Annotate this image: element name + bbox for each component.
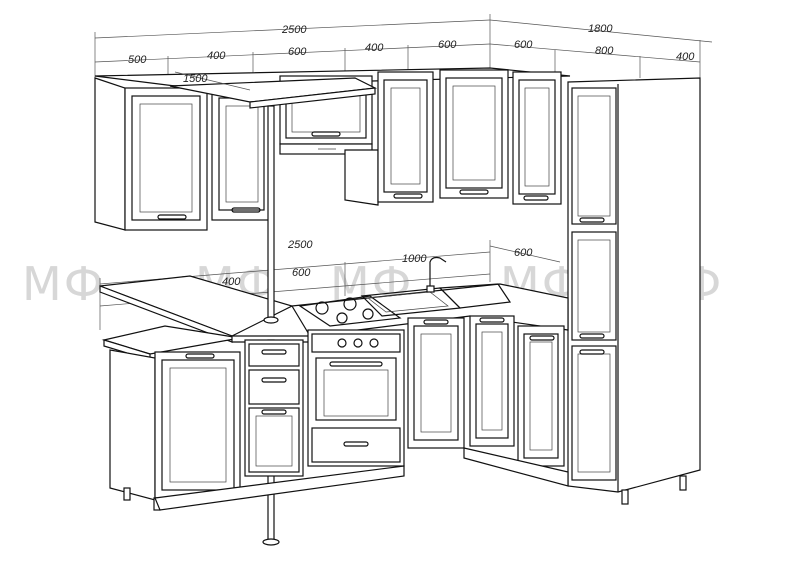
dim-top-seg-1: 500 [128, 54, 147, 66]
dim-top-seg-7: 800 [595, 45, 614, 57]
dim-top-seg-2: 400 [207, 50, 226, 62]
dim-top-seg-3: 600 [288, 46, 307, 58]
bar-top-shelf [169, 71, 378, 109]
dim-counter-seg-4: 1000 [402, 253, 427, 265]
dim-counter-side: 600 [514, 247, 533, 259]
dim-top-seg-6: 600 [514, 39, 533, 51]
dim-top-total: 2500 [281, 24, 307, 36]
dim-top-seg-4: 400 [365, 42, 384, 54]
upper-cabinets-right [512, 71, 562, 205]
dim-counter-seg-3: 600 [292, 267, 311, 279]
upper-cabinets-left [94, 67, 571, 231]
base-cabinets-right [154, 315, 569, 511]
drawer-unit [244, 339, 304, 477]
dim-top-side-total: 1800 [588, 23, 613, 35]
dim-top-seg-8: 400 [676, 51, 695, 63]
dim-counter-seg-2: 400 [222, 276, 241, 288]
base-cabinets-left [109, 349, 241, 511]
dim-top-seg-5: 600 [438, 39, 457, 51]
top-dimension-lines [94, 14, 713, 80]
tall-column-cabinet [567, 77, 701, 505]
dim-counter-total: 2500 [287, 239, 313, 251]
dim-bar-top: 1500 [183, 73, 208, 85]
watermark-left: МФ [22, 257, 105, 311]
oven [307, 329, 405, 467]
